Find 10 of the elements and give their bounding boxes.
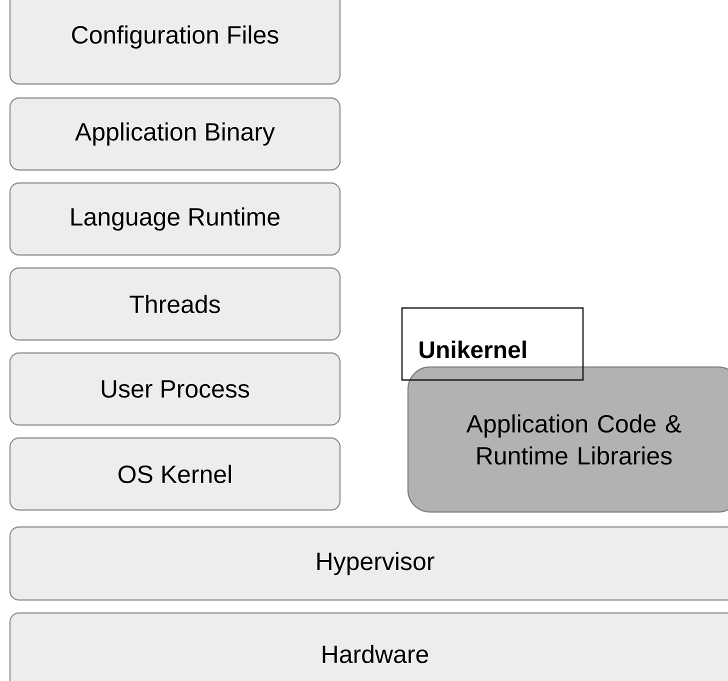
layer-box: Language Runtime [9,182,341,256]
layer-box: OS Kernel [9,437,341,511]
unikernel-label: Unikernel [401,307,584,381]
layer-box: Hardware [9,612,728,681]
layer-box: Configuration Files [9,0,341,85]
unikernel-box: Application Code & Runtime Libraries [407,366,728,513]
layer-box: Hypervisor [9,526,728,601]
layer-box: User Process [9,352,341,426]
layer-box: Application Binary [9,97,341,171]
layer-box: Threads [9,267,341,341]
